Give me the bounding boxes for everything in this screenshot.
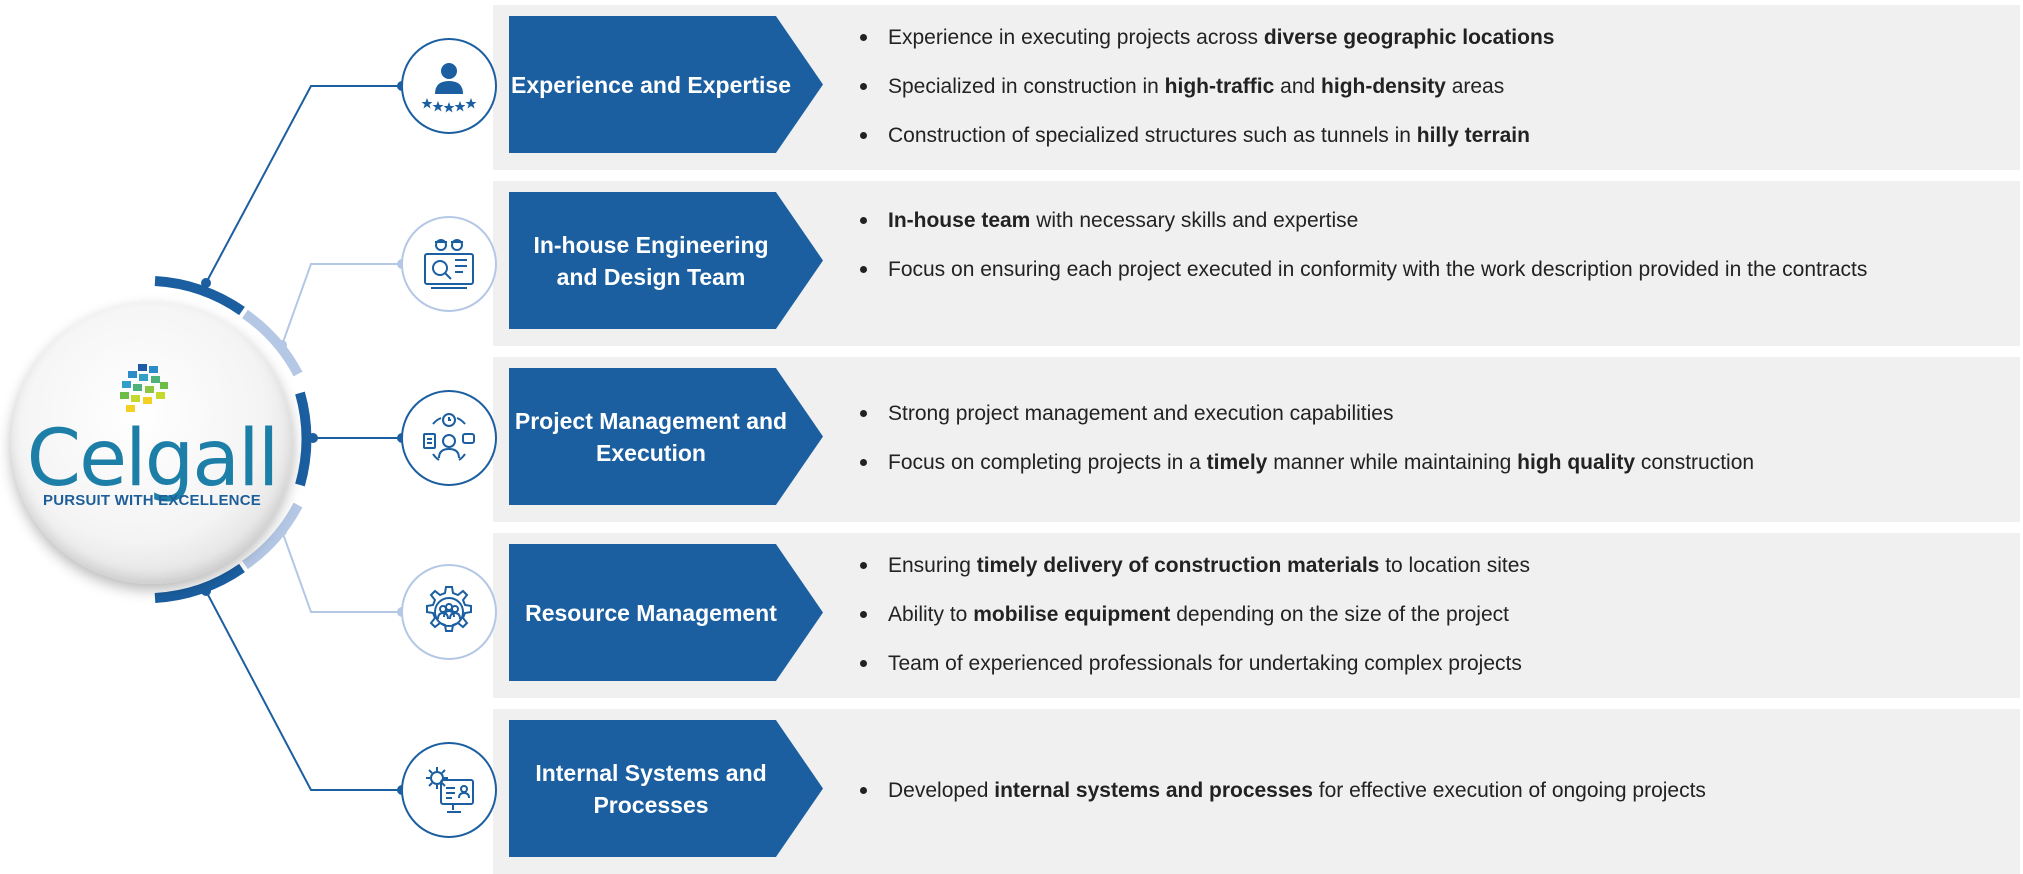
row-title-3: Project Management and Execution (514, 407, 788, 466)
bullet-item: Construction of specialized structures s… (858, 118, 1998, 153)
bullet-text-bold: internal systems and processes (994, 779, 1313, 802)
bullet-list-5: Developed internal systems and processes… (858, 773, 1998, 808)
icon-badge-1 (401, 38, 497, 134)
resource-gear-icon (426, 586, 472, 632)
bullet-text: Experience in executing projects across (888, 26, 1264, 49)
bullet-item: Focus on ensuring each project executed … (858, 252, 1998, 287)
bullet-text: with necessary skills and expertise (1030, 209, 1359, 232)
junction-dot (201, 586, 211, 596)
connector-line-1 (205, 85, 402, 284)
bullet-text-bold: mobilise equipment (973, 603, 1171, 626)
bullet-item: Strong project management and execution … (858, 396, 1998, 431)
bullet-text: Ensuring (888, 554, 977, 577)
row-title-4: Resource Management (525, 599, 777, 626)
chevron-label-1: Experience and Expertise (509, 16, 823, 153)
bullet-text-bold: timely (1206, 451, 1268, 474)
bullet-item: Experience in executing projects across … (858, 20, 1998, 55)
logo-tagline: PURSUIT WITH EXCELLENCE (43, 492, 261, 509)
connector-line-2 (281, 263, 402, 346)
bullet-list-4: Ensuring timely delivery of construction… (858, 548, 1998, 681)
system-settings-icon (426, 767, 474, 813)
chevron-label-2: In-house Engineering and Design Team (509, 192, 823, 329)
bullet-list-1: Experience in executing projects across … (858, 20, 1998, 153)
project-manager-icon (423, 413, 475, 461)
bullet-item: In-house team with necessary skills and … (858, 203, 1998, 238)
bullet-text-bold: hilly terrain (1416, 124, 1530, 147)
bullet-text-bold: high-density (1321, 75, 1446, 98)
row-title-5: Internal Systems and Processes (535, 759, 767, 818)
arc-segment-5 (154, 563, 245, 603)
icon-badge-4 (401, 564, 497, 660)
bullet-text-bold: In-house team (888, 209, 1031, 232)
bullet-item: Ensuring timely delivery of construction… (858, 548, 1998, 583)
icon-badge-3 (401, 390, 497, 486)
row-title-1: Experience and Expertise (511, 71, 791, 98)
junction-dot (277, 340, 287, 350)
bullet-item: Developed internal systems and processes… (858, 773, 1998, 808)
bullet-text: Focus on completing projects in a (888, 451, 1207, 474)
arc-segment-4 (242, 502, 303, 570)
logo-badge: Celgall PURSUIT WITH EXCELLENCE (11, 302, 293, 584)
bullet-item: Focus on completing projects in a timely… (858, 445, 1998, 480)
connector-line-4 (281, 530, 402, 613)
bullet-text-bold: high quality (1517, 451, 1635, 474)
bullet-item: Specialized in construction in high-traf… (858, 69, 1998, 104)
bullet-text: areas (1445, 75, 1505, 98)
logo-mark-icon (120, 364, 168, 412)
icon-badge-5 (401, 742, 497, 838)
connector-line-5 (205, 590, 402, 791)
junction-dot (201, 278, 211, 288)
bullet-text: Team of experienced professionals for un… (888, 652, 1522, 675)
bullet-list-2: In-house team with necessary skills and … (858, 203, 1998, 287)
bullet-text: Strong project management and execution … (888, 402, 1394, 425)
expert-rating-icon (421, 63, 477, 113)
bullet-item: Ability to mobilise equipment depending … (858, 597, 1998, 632)
bullet-text: construction (1635, 451, 1755, 474)
bullet-text: Specialized in construction in (888, 75, 1165, 98)
bullet-text: and (1274, 75, 1322, 98)
arc-segment-2 (242, 309, 303, 377)
bullet-list-3: Strong project management and execution … (858, 396, 1998, 480)
row-title-2: In-house Engineering and Design Team (533, 231, 769, 290)
bullet-text: for effective execution of ongoing proje… (1312, 779, 1706, 802)
chevron-label-4: Resource Management (509, 544, 823, 681)
bullet-text: Developed (888, 779, 995, 802)
logo-wordmark: Celgall (26, 414, 280, 504)
arc-segment-1 (154, 276, 245, 316)
bullet-text: Focus on ensuring each project executed … (888, 258, 1868, 281)
bullet-text: depending on the size of the project (1170, 603, 1509, 626)
arc-segment-3 (295, 391, 312, 487)
bullet-text: to location sites (1379, 554, 1530, 577)
bullet-text: Ability to (888, 603, 974, 626)
bullet-item: Team of experienced professionals for un… (858, 646, 1998, 681)
bullet-text-bold: high-traffic (1164, 75, 1275, 98)
junction-dot (308, 433, 318, 443)
chevron-label-3: Project Management and Execution (509, 368, 823, 505)
bullet-text-bold: diverse geographic locations (1263, 26, 1555, 49)
junction-dot (277, 526, 287, 536)
bullet-text: Construction of specialized structures s… (888, 124, 1417, 147)
bullet-text-bold: timely delivery of construction material… (976, 554, 1380, 577)
bullet-text: manner while maintaining (1267, 451, 1518, 474)
chevron-label-5: Internal Systems and Processes (509, 720, 823, 857)
icon-badge-2 (401, 216, 497, 312)
engineering-team-icon (424, 239, 474, 289)
